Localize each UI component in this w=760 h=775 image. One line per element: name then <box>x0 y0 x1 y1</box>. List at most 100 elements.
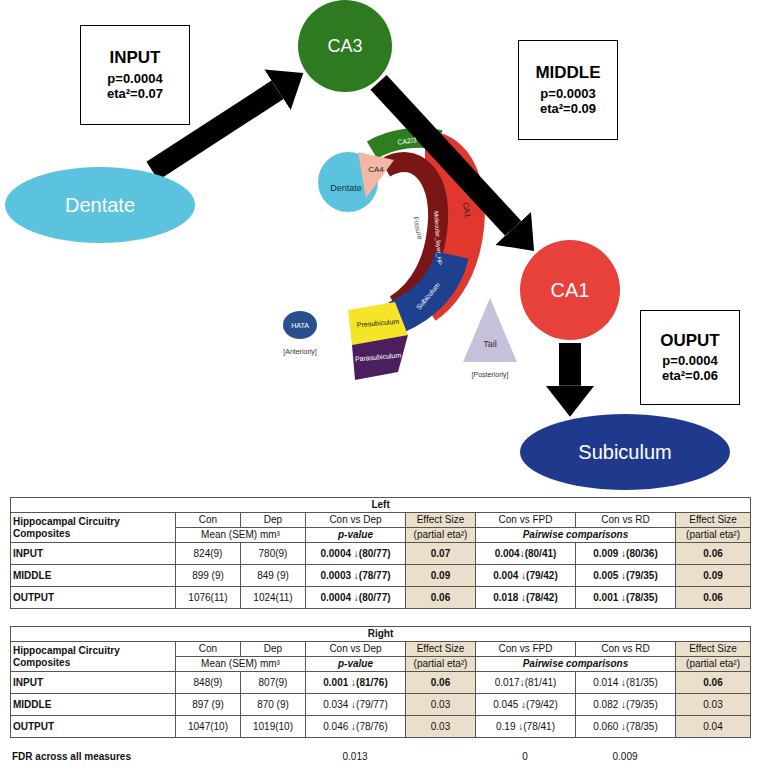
table-cell: FDR across all measures <box>10 750 305 764</box>
subfield-name: Dentate <box>65 194 135 217</box>
subfield-name: Subiculum <box>578 441 671 464</box>
table-cell: 0.001 ↓(81/76) <box>306 672 406 694</box>
table-cell: MIDDLE <box>11 565 176 587</box>
table-cell: 824(9) <box>176 543 241 565</box>
table-cell: 0.017↓(81/41) <box>476 672 576 694</box>
table-cell: 0.001 ↓(78/35) <box>576 587 676 609</box>
table-cell: 0.004 ↓(79/42) <box>476 565 576 587</box>
stat-value: p=0.0004 <box>662 354 717 369</box>
table-cell: (partial eta²) <box>676 528 751 543</box>
table-cell: 0.04 <box>676 716 751 738</box>
table-cell: OUTPUT <box>11 587 176 609</box>
table-cell: 870 (9) <box>241 694 306 716</box>
direction-note: [Posteriorly] <box>472 371 509 378</box>
results-table: RightHippocampal Circuitry Composites Con… <box>10 626 751 738</box>
table-cell: INPUT <box>11 672 176 694</box>
table-row: OUTPUT1076(11)1024(11)0.0004 ↓(80/77)0.0… <box>11 587 751 609</box>
stats-box: OUPUTp=0.0004eta²=0.06 <box>640 310 740 405</box>
table-row: MIDDLE899 (9)849 (9)0.0003 ↓(78/77)0.090… <box>11 565 751 587</box>
node-fill <box>520 240 620 340</box>
table-cell: 1047(10) <box>176 716 241 738</box>
results-table: FDR across all measures0.01300.009 <box>10 750 750 764</box>
table-row: Hippocampal Circuitry CompositesConDepCo… <box>11 513 751 528</box>
ca4-wedge <box>358 152 394 198</box>
table-cell: OUTPUT <box>11 716 176 738</box>
table-cell: 0.06 <box>676 543 751 565</box>
table-cell: 0.03 <box>676 694 751 716</box>
table-row: INPUT848(9)807(9)0.001 ↓(81/76)0.060.017… <box>11 672 751 694</box>
table-cell: Hippocampal Circuitry Composites <box>11 513 176 543</box>
flow-arrow <box>379 82 514 228</box>
table-cell: 0.004↓(80/41) <box>476 543 576 565</box>
parasubiculum-region <box>352 335 408 380</box>
table-cell: 0.19 ↓(78/41) <box>476 716 576 738</box>
subfield-ellipse: Dentate <box>5 167 195 243</box>
table-cell: 0.06 <box>676 672 751 694</box>
table-cell: Mean (SEM) mm³ <box>176 528 306 543</box>
table-cell: 0 <box>475 750 575 764</box>
table-row: INPUT824(9)780(9)0.0004 ↓(80/77)0.070.00… <box>11 543 751 565</box>
table-cell: 0.0004 ↓(80/77) <box>306 543 406 565</box>
box-heading: MIDDLE <box>535 63 600 83</box>
table-cell: 0.034 ↓(79/77) <box>306 694 406 716</box>
table-cell: 0.06 <box>406 672 476 694</box>
table-cell: (partial eta²) <box>406 528 476 543</box>
table-cell: 0.009 <box>575 750 675 764</box>
table-cell: 0.014 ↓(81/35) <box>576 672 676 694</box>
table-cell: 1024(11) <box>241 587 306 609</box>
table-cell: 0.0003 ↓(78/77) <box>306 565 406 587</box>
node-fill <box>5 167 195 243</box>
table-cell: 0.082 ↓(79/35) <box>576 694 676 716</box>
empty-cell <box>405 750 475 764</box>
node-fill <box>298 0 392 92</box>
table-row: Mean (SEM) mm³p-value(partial eta²)Pairw… <box>11 657 751 672</box>
table-cell: Con vs RD <box>576 513 676 528</box>
table-cell: 849 (9) <box>241 565 306 587</box>
table-cell: 0.018 ↓(78/42) <box>476 587 576 609</box>
table-cell: p-value <box>306 657 406 672</box>
stats-box: INPUTp=0.0004eta²=0.07 <box>80 25 190 125</box>
table-cell: MIDDLE <box>11 694 176 716</box>
direction-note: [Anteriorly] <box>283 348 316 355</box>
table-cell: 0.03 <box>406 694 476 716</box>
subfield-circle: CA3 <box>298 0 392 92</box>
table-cell: Pairwise comparisons <box>476 657 676 672</box>
table-cell: 0.06 <box>406 587 476 609</box>
table-cell: 0.009 ↓(80/36) <box>576 543 676 565</box>
table-cell: Effect Size <box>406 513 476 528</box>
table-cell: (partial eta²) <box>406 657 476 672</box>
table-cell: 0.03 <box>406 716 476 738</box>
table-cell: Right <box>11 627 751 642</box>
flow-arrow <box>559 343 581 386</box>
stat-value: p=0.0003 <box>540 87 595 102</box>
table-cell: 780(9) <box>241 543 306 565</box>
table-cell: Dep <box>241 513 306 528</box>
table-cell: Effect Size <box>676 513 751 528</box>
table-cell: 0.09 <box>676 565 751 587</box>
table-cell: p-value <box>306 528 406 543</box>
region-label: CA4 <box>368 166 384 174</box>
stat-value: eta²=0.07 <box>107 87 163 102</box>
stats-box: MIDDLE p=0.0003eta²=0.09 <box>518 40 618 140</box>
results-table: LeftHippocampal Circuitry CompositesConD… <box>10 497 751 609</box>
table-cell: 0.045 ↓(79/42) <box>476 694 576 716</box>
region-label: Tail <box>483 340 497 349</box>
table-cell: 897 (9) <box>176 694 241 716</box>
subfield-circle: CA1 <box>520 240 620 340</box>
node-fill <box>520 414 730 490</box>
subfield-name: CA1 <box>551 279 590 302</box>
table-cell: 0.0004 ↓(80/77) <box>306 587 406 609</box>
table-cell: Pairwise comparisons <box>476 528 676 543</box>
table-cell: 0.005 ↓(79/35) <box>576 565 676 587</box>
table-cell: 0.09 <box>406 565 476 587</box>
table-cell: 1019(10) <box>241 716 306 738</box>
table-cell: Con vs FPD <box>476 642 576 657</box>
region-label: CA1 <box>461 202 472 219</box>
table-cell: Hippocampal Circuitry Composites <box>11 642 176 672</box>
stat-value: p=0.0004 <box>107 72 162 87</box>
hata-region <box>283 311 317 339</box>
region-label: HATA <box>291 322 309 329</box>
stat-value: eta²=0.09 <box>540 102 596 117</box>
table-cell: 1076(11) <box>176 587 241 609</box>
